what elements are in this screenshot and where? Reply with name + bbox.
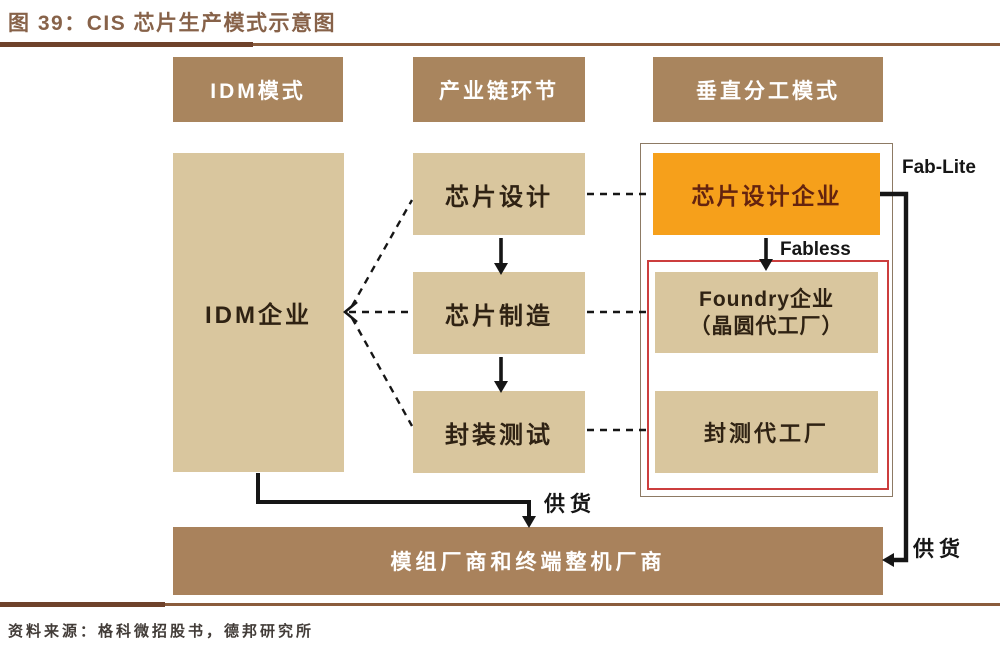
figure-title: 图 39：CIS 芯片生产模式示意图 [8, 12, 337, 35]
box-idm-company: IDM企业 [173, 153, 344, 472]
supply-label-right: 供货 [913, 538, 965, 561]
foundry-label-line2: （晶圆代工厂） [689, 314, 844, 338]
chain-to-idm-dashed-lines [349, 199, 414, 427]
box-osat-company: 封测代工厂 [655, 391, 878, 473]
fabless-label: Fabless [780, 239, 851, 260]
foundry-label-line1: Foundry企业 [699, 287, 834, 311]
source-divider-line [0, 603, 1000, 606]
source-divider-accent [0, 602, 165, 607]
box-packaging-testing: 封装测试 [413, 391, 585, 473]
title-divider-accent [0, 42, 253, 47]
supply-label-left: 供货 [544, 493, 596, 516]
idm-supply-arrow [256, 473, 536, 528]
header-vertical-division: 垂直分工模式 [653, 57, 883, 122]
header-industry-chain: 产业链环节 [413, 57, 585, 122]
box-chip-design: 芯片设计 [413, 153, 585, 235]
title-divider-line [0, 43, 1000, 46]
fab-lite-label: Fab-Lite [902, 157, 976, 178]
source-text: 资料来源：格科微招股书，德邦研究所 [8, 623, 315, 640]
idm-arrowhead-icon [342, 301, 358, 323]
box-design-company: 芯片设计企业 [653, 153, 880, 235]
box-foundry-company: Foundry企业 （晶圆代工厂） [655, 272, 878, 353]
box-chip-manufacturing: 芯片制造 [413, 272, 585, 354]
header-idm-mode: IDM模式 [173, 57, 343, 122]
box-module-makers: 模组厂商和终端整机厂商 [173, 527, 883, 595]
arrow-left-icon [882, 553, 894, 567]
